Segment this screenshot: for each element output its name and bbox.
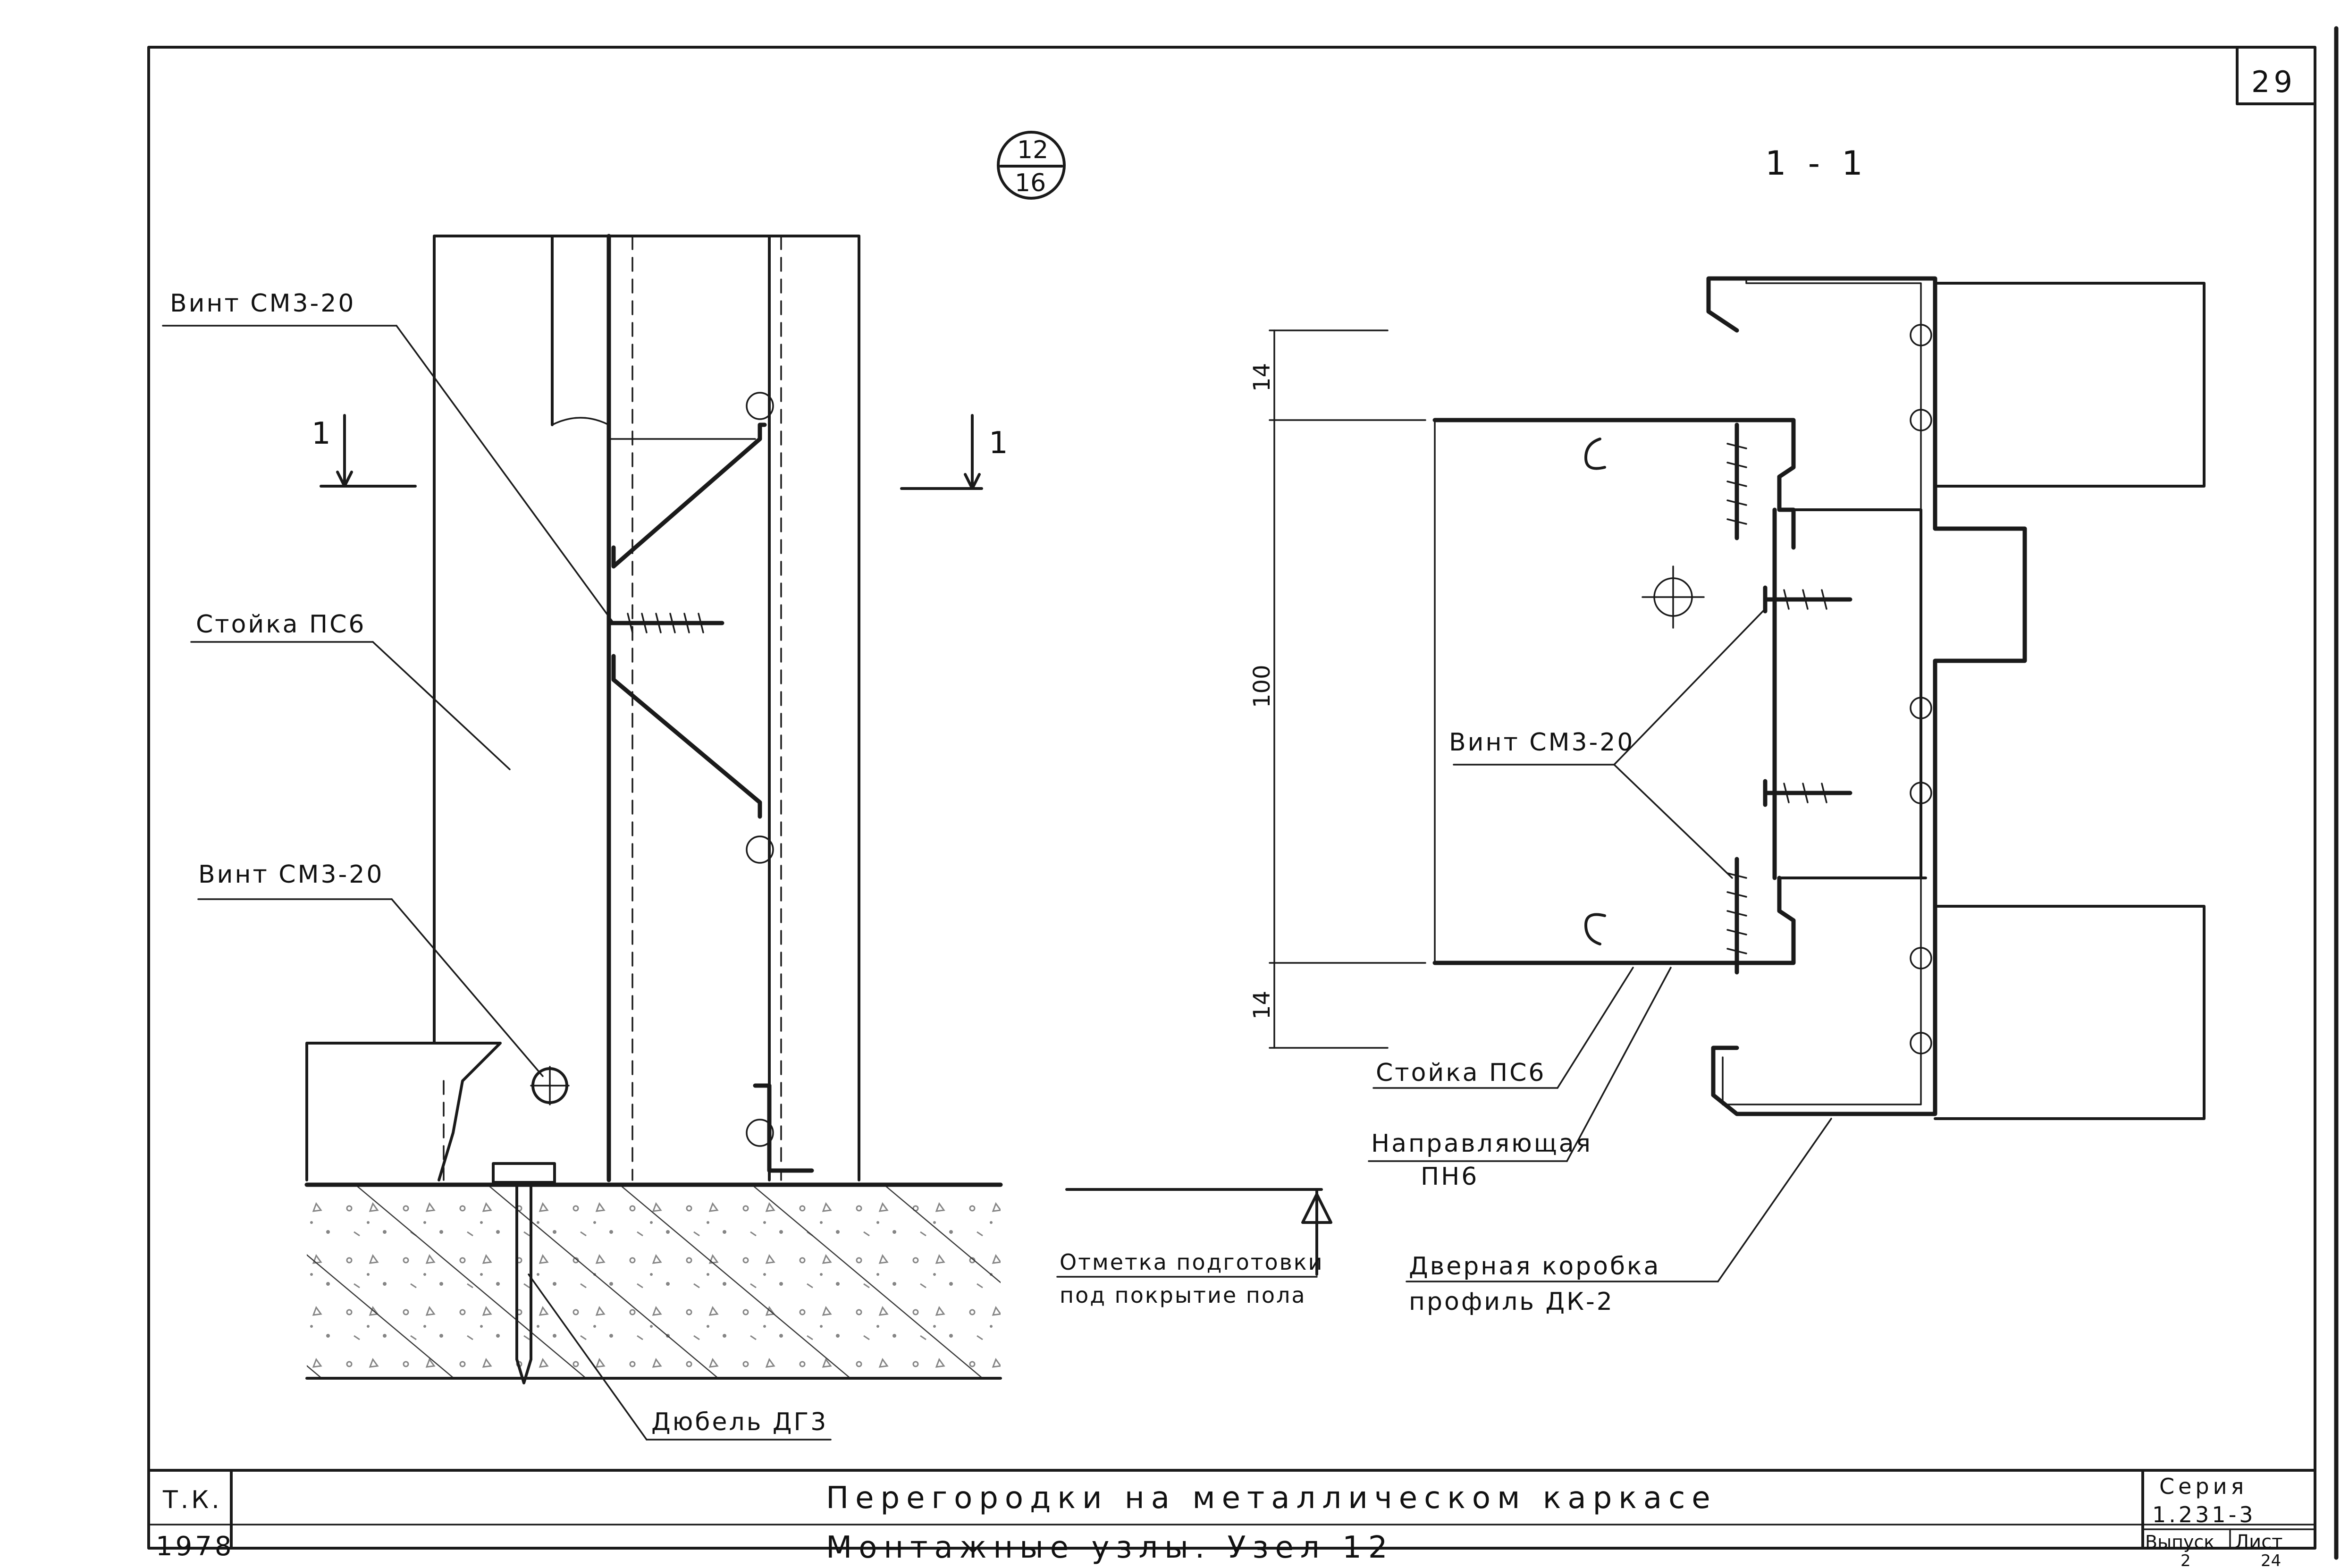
series-value: 1.231-3 [2152, 1502, 2256, 1527]
drawing-subtitle: Монтажные узлы. Узел 12 [826, 1530, 1394, 1565]
floor-note-line1: Отметка подготовки [1060, 1249, 1323, 1275]
screw-icon [1726, 857, 1747, 975]
floor-note-line2: под покрытие пола [1060, 1282, 1306, 1308]
label-stud: Стойка ПС6 [196, 610, 366, 639]
sheet-value: 24 [2261, 1551, 2281, 1568]
org-code: Т.К. [162, 1486, 222, 1514]
label-screw-top: Винт СМ3-20 [170, 289, 355, 318]
dim-middle: 100 [1249, 665, 1275, 708]
label-guide-line1: Направляющая [1371, 1130, 1592, 1158]
label-frame-line1: Дверная коробка [1409, 1252, 1660, 1281]
screw-icon [1763, 779, 1852, 807]
right-callouts: Винт СМ3-20 Стойка ПС6 Направляющая ПН6 … [1368, 608, 1832, 1316]
drawing-title: Перегородки на металлическом каркасе [826, 1481, 1717, 1516]
dowel-icon [492, 1162, 556, 1384]
label-stud-right: Стойка ПС6 [1376, 1059, 1546, 1087]
section-mark-right: 1 [989, 426, 1008, 461]
left-elevation: 1 1 [304, 234, 1008, 1384]
label-screw-bottom: Винт СМ3-20 [198, 860, 384, 889]
node-reference-marker: 12 16 [997, 131, 1066, 200]
section-title: 1 - 1 [1765, 144, 1869, 183]
label-dowel: Дюбель ДГ3 [651, 1408, 828, 1436]
page-number: 29 [2251, 65, 2296, 99]
node-ref-bottom: 16 [1015, 169, 1046, 197]
section-mark-left: 1 [312, 416, 331, 451]
screw-icon [1726, 422, 1747, 540]
dim-top: 14 [1249, 363, 1275, 392]
label-guide-line2: ПН6 [1421, 1163, 1479, 1191]
title-block [147, 1469, 2316, 1550]
issue-label: Выпуск [2145, 1532, 2214, 1552]
dim-bottom: 14 [1249, 991, 1275, 1020]
series-label: Серия [2159, 1474, 2248, 1499]
floor-elevation-note: Отметка подготовки под покрытие пола [1056, 1188, 1332, 1308]
sheet-label: Лист [2235, 1531, 2282, 1553]
left-callouts: Винт СМ3-20 Стойка ПС6 Винт СМ3-20 Дюбел… [162, 289, 832, 1441]
issue-value: 2 [2181, 1551, 2191, 1568]
node-ref-top: 12 [1017, 136, 1048, 164]
sheet-frame [147, 26, 2339, 1560]
label-frame-line2: профиль ДК-2 [1409, 1288, 1614, 1316]
screw-icon [1763, 585, 1852, 614]
drawing-year: 1978 [156, 1531, 235, 1562]
screw-icon [606, 604, 724, 642]
label-screws-right: Винт СМ3-20 [1449, 728, 1634, 757]
section-1-1: 14 100 14 [1249, 276, 2206, 1120]
